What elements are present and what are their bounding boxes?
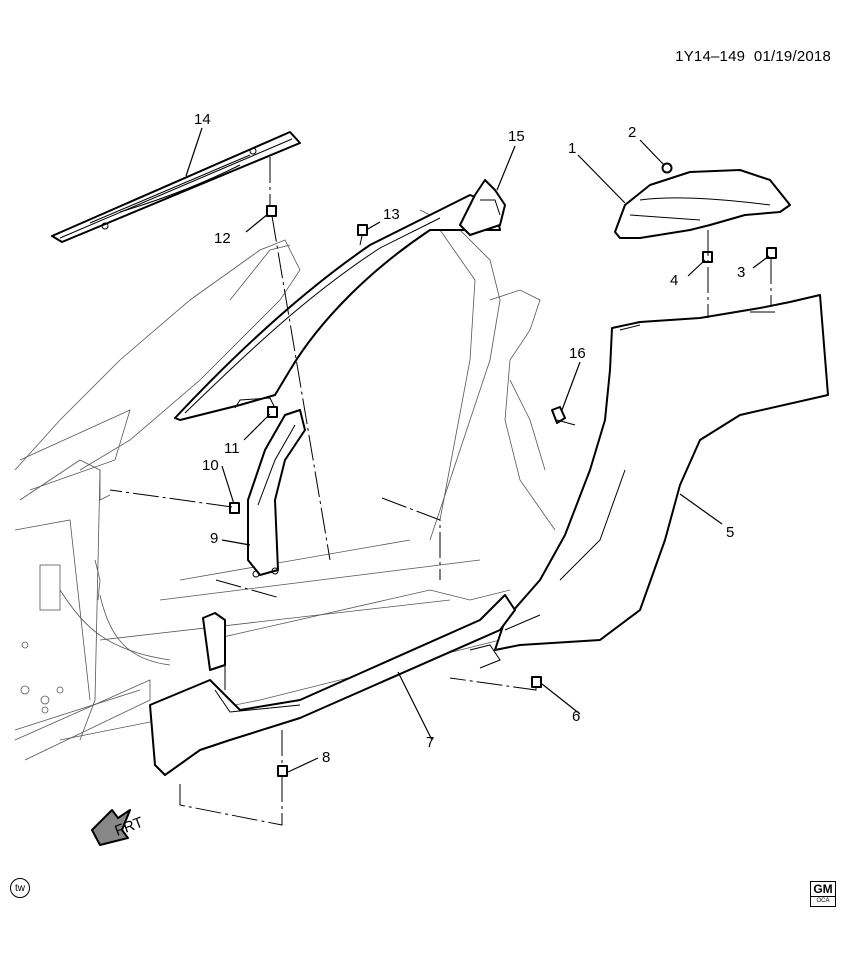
callout-9: 9 <box>210 530 218 547</box>
assembly-lines <box>109 157 772 826</box>
callout-6: 6 <box>572 708 580 725</box>
part-9-lower-trim <box>247 409 306 578</box>
callout-13: 13 <box>383 206 400 223</box>
gm-logo-text: GM <box>813 882 833 896</box>
part-7-sill-plate <box>149 594 516 776</box>
part-13-a-pillar-trim <box>174 194 501 421</box>
gm-logo-icon: GM OCA <box>810 881 836 907</box>
part-1-quarter-cap <box>614 169 791 239</box>
callout-5: 5 <box>726 524 734 541</box>
part-8-clip <box>277 765 288 777</box>
part-12-clip <box>266 205 277 217</box>
callout-2: 2 <box>628 124 636 141</box>
part-2-nut <box>661 162 673 174</box>
callout-4: 4 <box>670 272 678 289</box>
callout-labels: 1 2 3 4 5 6 7 8 9 10 11 12 13 14 15 16 <box>194 111 745 766</box>
callout-10: 10 <box>202 457 219 474</box>
callout-7: 7 <box>426 734 434 751</box>
callout-15: 15 <box>508 128 525 145</box>
diagram-id: 1Y14–149 <box>675 48 746 65</box>
callout-14: 14 <box>194 111 211 128</box>
part-16-clip <box>551 406 566 424</box>
gm-logo-subtext: OCA <box>811 896 835 905</box>
part-11-clip <box>267 406 278 418</box>
part-6-clip <box>531 676 542 688</box>
part-15-bracket <box>459 179 506 236</box>
callout-1: 1 <box>568 140 576 157</box>
part-5-quarter-panel <box>494 294 829 651</box>
part-14-trim-strip <box>51 131 301 243</box>
diagram-header: 1Y14–149 01/19/2018 <box>675 48 831 65</box>
tw-badge-icon: tw <box>10 878 30 898</box>
callout-12: 12 <box>214 230 231 247</box>
callout-11: 11 <box>224 440 240 457</box>
front-direction-arrow: FRT <box>91 809 146 846</box>
diagram-date: 01/19/2018 <box>753 48 831 65</box>
part-13-clip <box>357 224 368 236</box>
callout-8: 8 <box>322 749 330 766</box>
part-10-clip <box>229 502 240 514</box>
leader-lines <box>185 127 770 773</box>
callout-16: 16 <box>569 345 586 362</box>
callout-3: 3 <box>737 264 745 281</box>
body-structure <box>14 209 556 761</box>
